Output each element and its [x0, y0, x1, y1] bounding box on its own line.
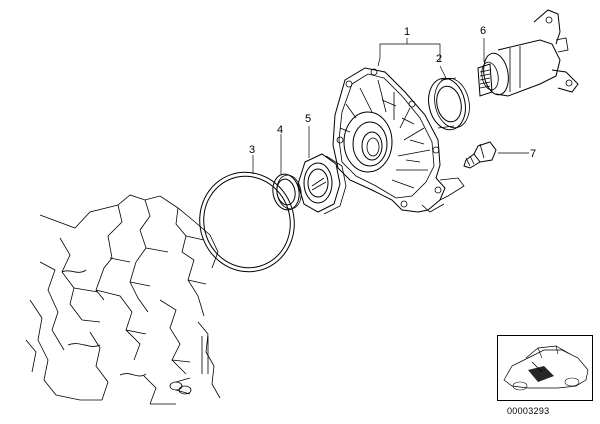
o-ring-part-3 — [199, 171, 295, 273]
screw-plug-part-7 — [463, 141, 497, 169]
transmission-housing — [25, 194, 221, 405]
diagram-number: 00003293 — [507, 406, 550, 416]
shaft-seal-part-2 — [428, 77, 470, 131]
callout-part-2: 2 — [436, 53, 442, 65]
callout-part-4: 4 — [277, 124, 283, 136]
callout-part-1: 1 — [404, 26, 410, 38]
callout-part-5: 5 — [305, 113, 311, 125]
rear-cover-part-1 — [332, 67, 465, 213]
shaft-seal-part-4 — [272, 173, 302, 211]
vehicle-locator-thumbnail — [497, 335, 593, 401]
car-outline-icon — [503, 345, 589, 391]
collar-nut-part-5 — [297, 153, 347, 215]
part-callouts: 1 2 3 4 5 6 7 — [249, 25, 536, 160]
actuator-motor-part-6 — [477, 9, 579, 97]
callout-part-7: 7 — [530, 148, 536, 160]
callout-part-3: 3 — [249, 144, 255, 156]
callout-part-6: 6 — [480, 25, 486, 37]
leader-lines — [252, 38, 529, 174]
